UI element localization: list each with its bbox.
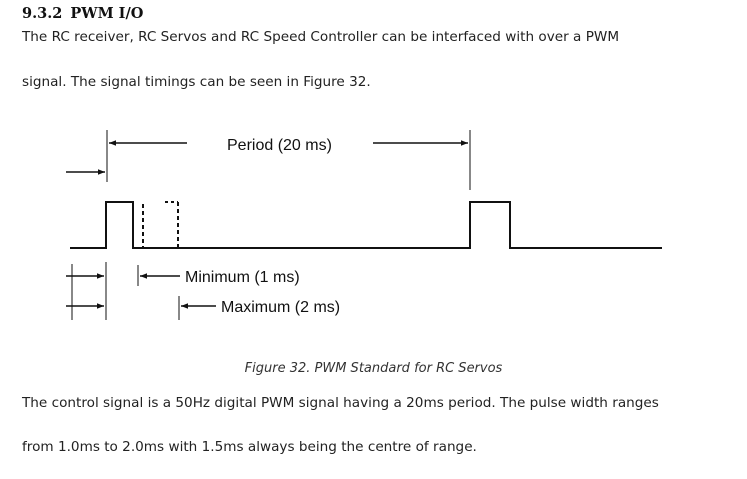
body-line-1: The control signal is a 50Hz digital PWM… — [22, 395, 659, 411]
intro-line-1: The RC receiver, RC Servos and RC Speed … — [22, 29, 620, 45]
section-title: PWM I/O — [70, 5, 144, 22]
body-line-2: from 1.0ms to 2.0ms with 1.5ms always be… — [22, 439, 477, 455]
section-heading: 9.3.2 PWM I/O — [22, 5, 143, 22]
intro-line-2: signal. The signal timings can be seen i… — [22, 74, 371, 90]
section-number: 9.3.2 — [22, 5, 63, 22]
maximum-label: Maximum (2 ms) — [221, 299, 340, 316]
figure-caption: Figure 32. PWM Standard for RC Servos — [244, 361, 503, 376]
pwm-waveform — [70, 201, 662, 249]
period-label: Period (20 ms) — [227, 137, 332, 154]
minimum-label: Minimum (1 ms) — [185, 269, 300, 286]
